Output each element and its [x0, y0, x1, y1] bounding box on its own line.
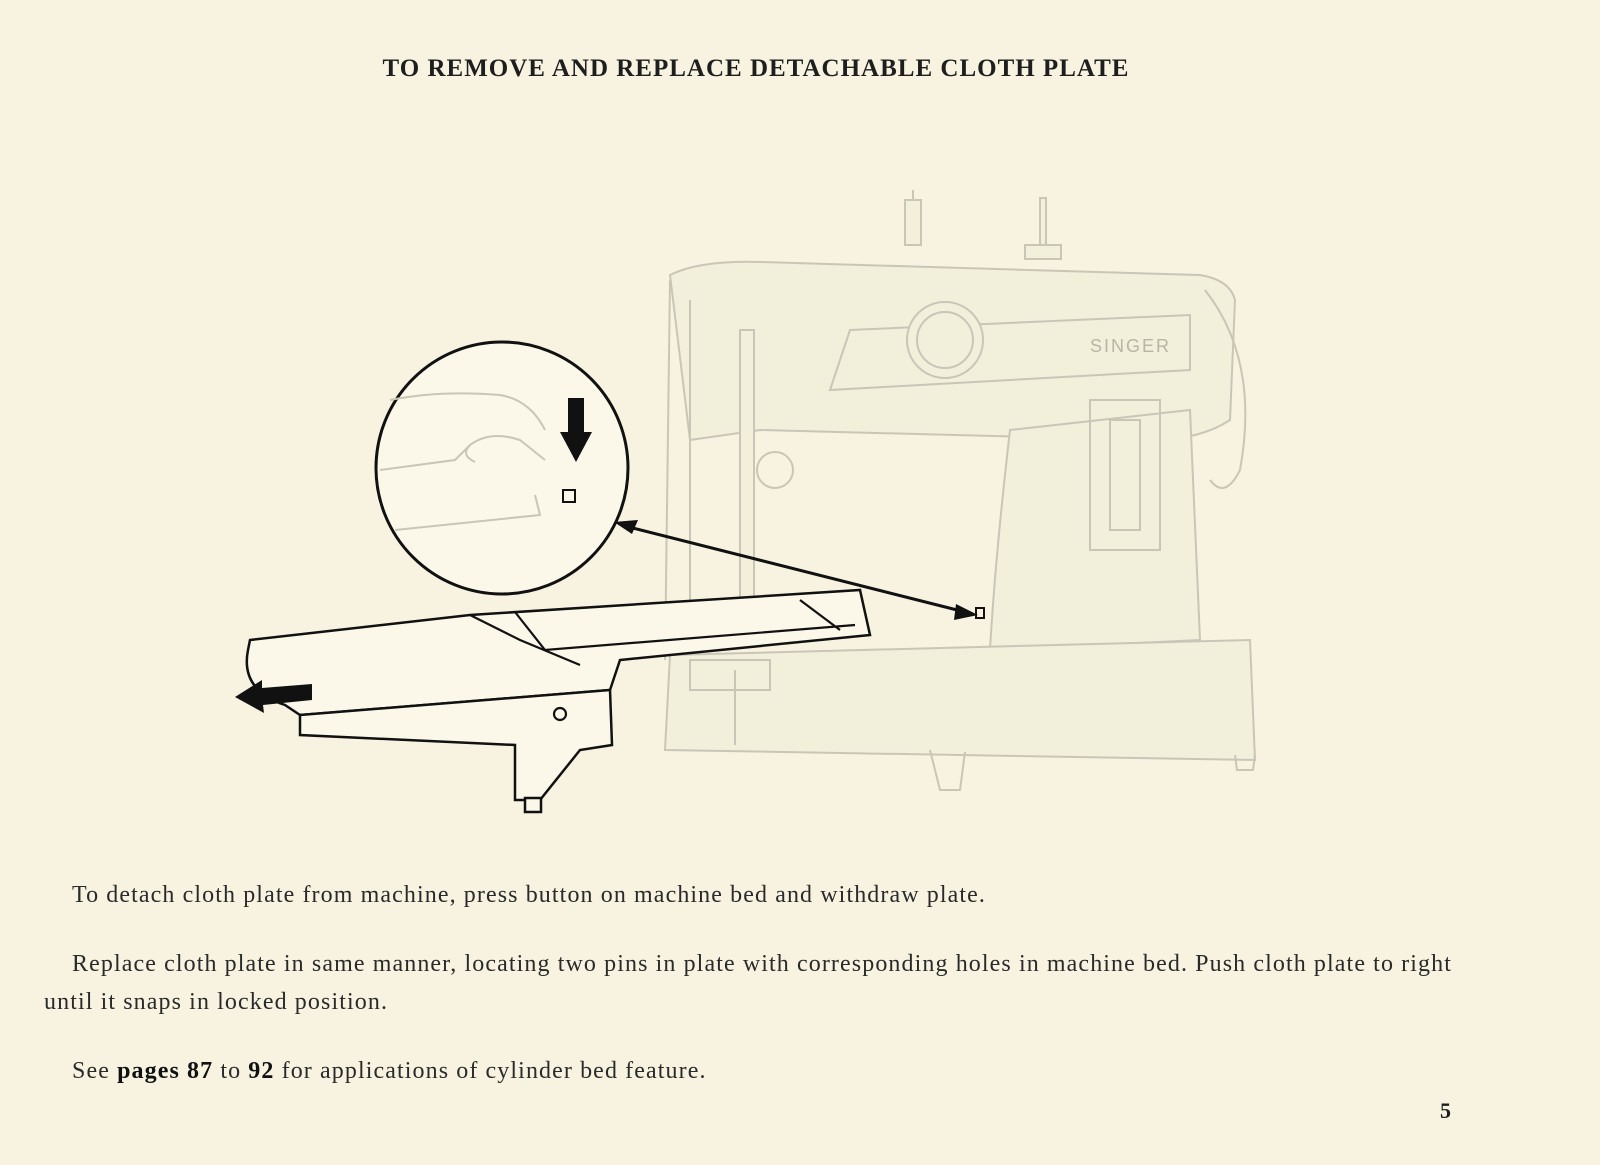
sewing-machine-illustration: SINGER — [235, 190, 1257, 814]
page-number: 5 — [1440, 1098, 1451, 1123]
callout-arrowhead-left-icon — [614, 520, 638, 534]
callout-pointer-line — [624, 524, 966, 614]
page-title: TO REMOVE AND REPLACE DETACHABLE CLOTH P… — [382, 55, 1130, 82]
cloth-plate — [245, 588, 872, 814]
withdraw-arrow-icon — [235, 680, 312, 713]
see-text: See — [72, 1058, 110, 1084]
bed-button-icon — [975, 607, 985, 619]
detail-magnifier — [374, 340, 630, 596]
brand-label: SINGER — [1090, 336, 1171, 356]
pages-reference-start: pages 87 — [117, 1058, 214, 1084]
sewing-machine-body — [663, 190, 1257, 791]
instruction-replace: Replace cloth plate in same manner, loca… — [44, 951, 1452, 1015]
press-down-arrow-icon — [560, 398, 592, 462]
instruction-detach: To detach cloth plate from machine, pres… — [72, 882, 987, 908]
instruction-see-pages: See pages 87 to 92 for applications of c… — [72, 1052, 1472, 1090]
pages-reference-end: 92 — [248, 1058, 275, 1084]
callout-arrowhead-right-icon — [954, 604, 978, 620]
to-text: to — [220, 1058, 242, 1084]
applications-text: for applications of cylinder bed feature… — [281, 1058, 707, 1084]
